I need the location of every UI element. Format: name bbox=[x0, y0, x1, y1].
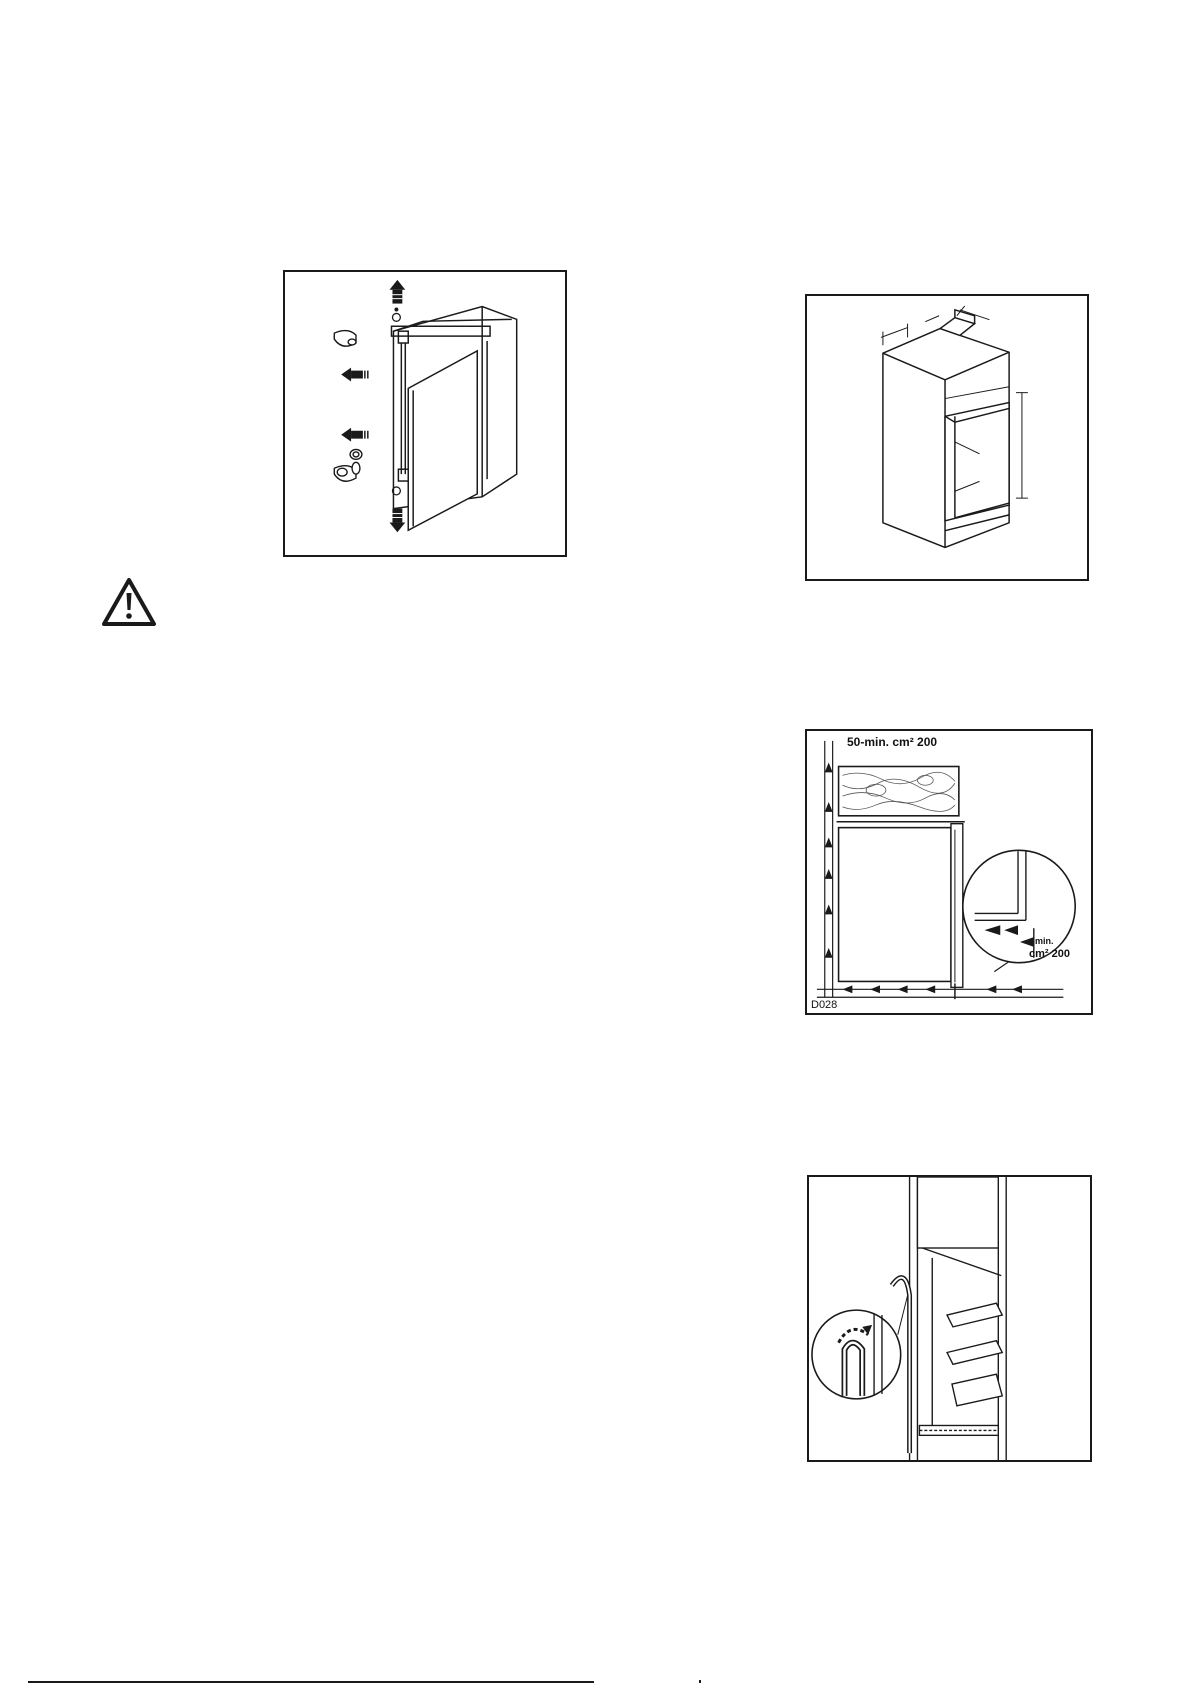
figure-code: D028 bbox=[811, 999, 837, 1011]
door-seal-figure bbox=[807, 1175, 1092, 1462]
ventilation-illustration bbox=[807, 731, 1091, 1013]
inset-area-label: cm² 200 bbox=[1029, 948, 1070, 960]
arrow-left-icon bbox=[341, 428, 368, 442]
arrow-up-icon bbox=[390, 280, 406, 304]
niche-dimensions-figure bbox=[805, 294, 1089, 581]
inset-min-label: min. bbox=[1035, 936, 1054, 946]
airflow-up-arrows bbox=[825, 763, 833, 958]
footer-mark bbox=[699, 1680, 701, 1683]
arrow-down-icon bbox=[390, 509, 406, 533]
door-reversal-illustration bbox=[285, 272, 565, 555]
footer-rule bbox=[28, 1681, 594, 1683]
warning-triangle-icon bbox=[101, 577, 157, 627]
door-reversal-figure bbox=[283, 270, 567, 557]
door-seal-illustration bbox=[809, 1177, 1090, 1460]
niche-dimensions-illustration bbox=[807, 296, 1087, 579]
arrow-left-icon bbox=[341, 368, 368, 382]
ventilation-top-label: 50-min. cm² 200 bbox=[847, 735, 937, 749]
ventilation-figure: 50-min. cm² 200 min. cm² 200 D028 bbox=[805, 729, 1093, 1015]
